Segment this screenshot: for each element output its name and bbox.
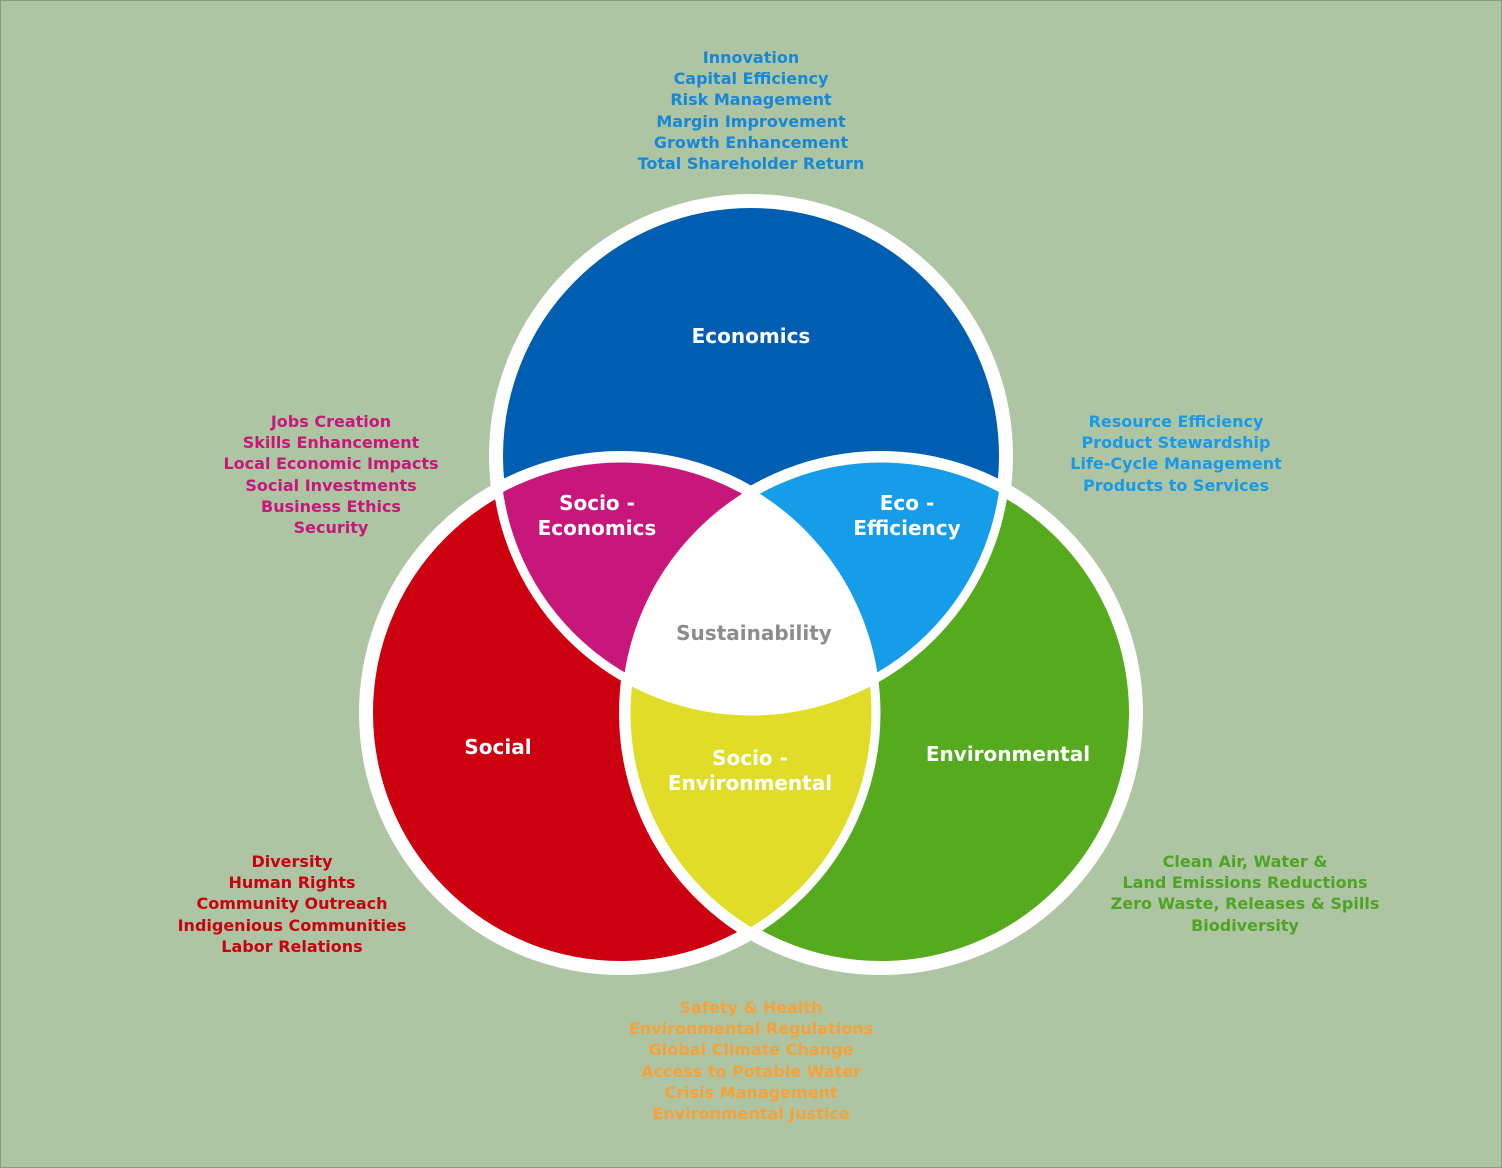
list-item: Products to Services bbox=[1083, 475, 1269, 495]
list-item: Skills Enhancement bbox=[242, 433, 420, 453]
list-item: Indigenious Communities bbox=[177, 915, 407, 935]
socio-economics-list: Jobs Creation Skills Enhancement Local E… bbox=[181, 411, 481, 538]
socio-economics-label-line2: Economics bbox=[538, 516, 657, 540]
eco-efficiency-label-line2: Efficiency bbox=[853, 516, 960, 540]
list-item: Life-Cycle Management bbox=[1070, 454, 1282, 474]
list-item: Land Emissions Reductions bbox=[1122, 873, 1368, 893]
eco-efficiency-list: Resource Efficiency Product Stewardship … bbox=[1026, 411, 1326, 496]
environmental-list: Clean Air, Water & Land Emissions Reduct… bbox=[1070, 851, 1420, 936]
socio-environmental-list: Safety & Health Environmental Regulation… bbox=[591, 997, 911, 1124]
economics-list: Innovation Capital Efficiency Risk Manag… bbox=[601, 47, 901, 174]
environmental-label: Environmental bbox=[926, 742, 1090, 766]
list-item: Zero Waste, Releases & Spills bbox=[1110, 894, 1380, 914]
list-item: Environmental Justice bbox=[652, 1104, 850, 1124]
list-item: Environmental Regulations bbox=[628, 1019, 874, 1039]
list-item: Local Economic Impacts bbox=[223, 454, 439, 474]
list-item: Safety & Health bbox=[679, 998, 823, 1017]
list-item: Risk Management bbox=[670, 90, 832, 110]
list-item: Security bbox=[293, 518, 369, 538]
list-item: Global Climate Change bbox=[648, 1040, 854, 1060]
list-item: Resource Efficiency bbox=[1088, 412, 1264, 431]
social-outline bbox=[361, 453, 881, 973]
social-list: Diversity Human Rights Community Outreac… bbox=[142, 851, 442, 957]
list-item: Crisis Management bbox=[664, 1082, 838, 1102]
list-item: Product Stewardship bbox=[1081, 433, 1271, 453]
list-item: Total Shareholder Return bbox=[637, 154, 865, 174]
list-item: Margin Improvement bbox=[656, 111, 846, 131]
list-item: Access to Potable Water bbox=[641, 1061, 861, 1081]
socio-economics-label-line1: Socio - bbox=[559, 491, 635, 515]
list-item: Diversity bbox=[251, 852, 333, 871]
socio-environmental-label-line2: Environmental bbox=[668, 771, 832, 795]
socio-environmental-label-line1: Socio - bbox=[712, 746, 788, 770]
list-item: Growth Enhancement bbox=[653, 132, 849, 152]
economics-label: Economics bbox=[692, 324, 811, 348]
list-item: Innovation bbox=[702, 48, 800, 67]
list-item: Jobs Creation bbox=[270, 412, 392, 431]
list-item: Community Outreach bbox=[196, 894, 388, 914]
environmental-outline bbox=[621, 453, 1141, 973]
list-item: Human Rights bbox=[228, 873, 356, 893]
list-item: Clean Air, Water & bbox=[1162, 852, 1328, 871]
list-item: Biodiversity bbox=[1191, 915, 1299, 935]
eco-efficiency-label-line1: Eco - bbox=[880, 491, 935, 515]
list-item: Labor Relations bbox=[221, 936, 363, 956]
list-item: Social Investments bbox=[245, 475, 417, 495]
sustainability-region bbox=[626, 458, 876, 711]
economics-outline bbox=[491, 196, 1011, 716]
social-label: Social bbox=[464, 735, 531, 759]
sustainability-label: Sustainability bbox=[676, 621, 832, 645]
list-item: Capital Efficiency bbox=[673, 69, 829, 89]
list-item: Business Ethics bbox=[261, 496, 401, 516]
